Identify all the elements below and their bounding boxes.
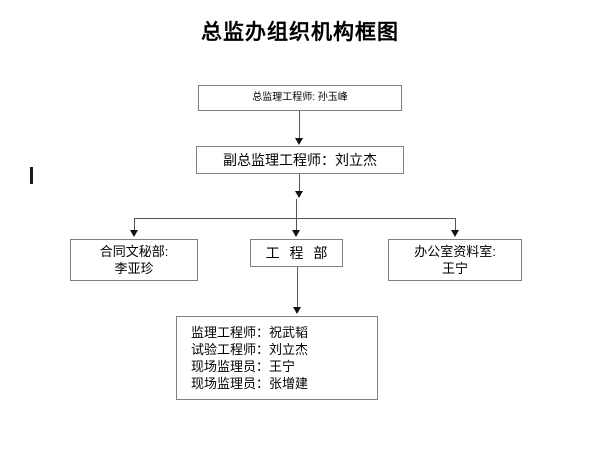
node-director-line-1: 总监理工程师: 孙玉峰 [252,92,348,104]
node-staff-list: 监理工程师：祝武韬 试验工程师：刘立杰 现场监理员：王宁 现场监理员：张增建 [176,316,378,400]
node-staff-line-3: 现场监理员：王宁 [191,359,296,374]
connector-bus-to-office [455,218,456,231]
arrow-down-icon-engineering-to-staff [293,307,301,314]
node-contract-secretary-dept: 合同文秘部: 李亚珍 [70,239,198,281]
node-office-archive-dept: 办公室资料室: 王宁 [388,239,522,281]
node-office-line-2: 王宁 [441,261,468,276]
node-deputy-line-1: 副总监理工程师：刘立杰 [223,151,377,168]
arrow-down-icon-deputy-to-bus [295,191,303,198]
arrow-down-icon-director-to-deputy [295,138,303,145]
arrow-down-icon-bus-to-engineering [292,230,300,237]
node-contract-line-1: 合同文秘部: [99,243,169,259]
connector-bus-to-engineering [296,199,297,231]
connector-bus-to-contract [134,218,135,231]
connector-horizontal-bus [134,218,456,219]
node-staff-line-2: 试验工程师：刘立杰 [191,341,309,357]
node-staff-line-1: 监理工程师：祝武韬 [191,324,309,340]
text-cursor-caret [30,167,33,184]
arrow-down-icon-bus-to-office [451,230,459,237]
arrow-down-icon-bus-to-contract [130,230,138,237]
node-director: 总监理工程师: 孙玉峰 [198,85,402,111]
connector-deputy-to-bus [299,174,300,192]
node-staff-line-4: 现场监理员：张增建 [191,376,309,392]
node-office-line-1: 办公室资料室: [414,243,496,259]
page-title: 总监办组织机构框图 [201,21,399,44]
node-contract-line-2: 李亚珍 [114,261,154,276]
node-engineering-dept: 工 程 部 [250,239,343,267]
node-engineering-line-1: 工 程 部 [265,244,331,261]
connector-director-to-deputy [299,111,300,139]
connector-engineering-to-staff [297,267,298,308]
node-deputy: 副总监理工程师：刘立杰 [196,146,404,174]
